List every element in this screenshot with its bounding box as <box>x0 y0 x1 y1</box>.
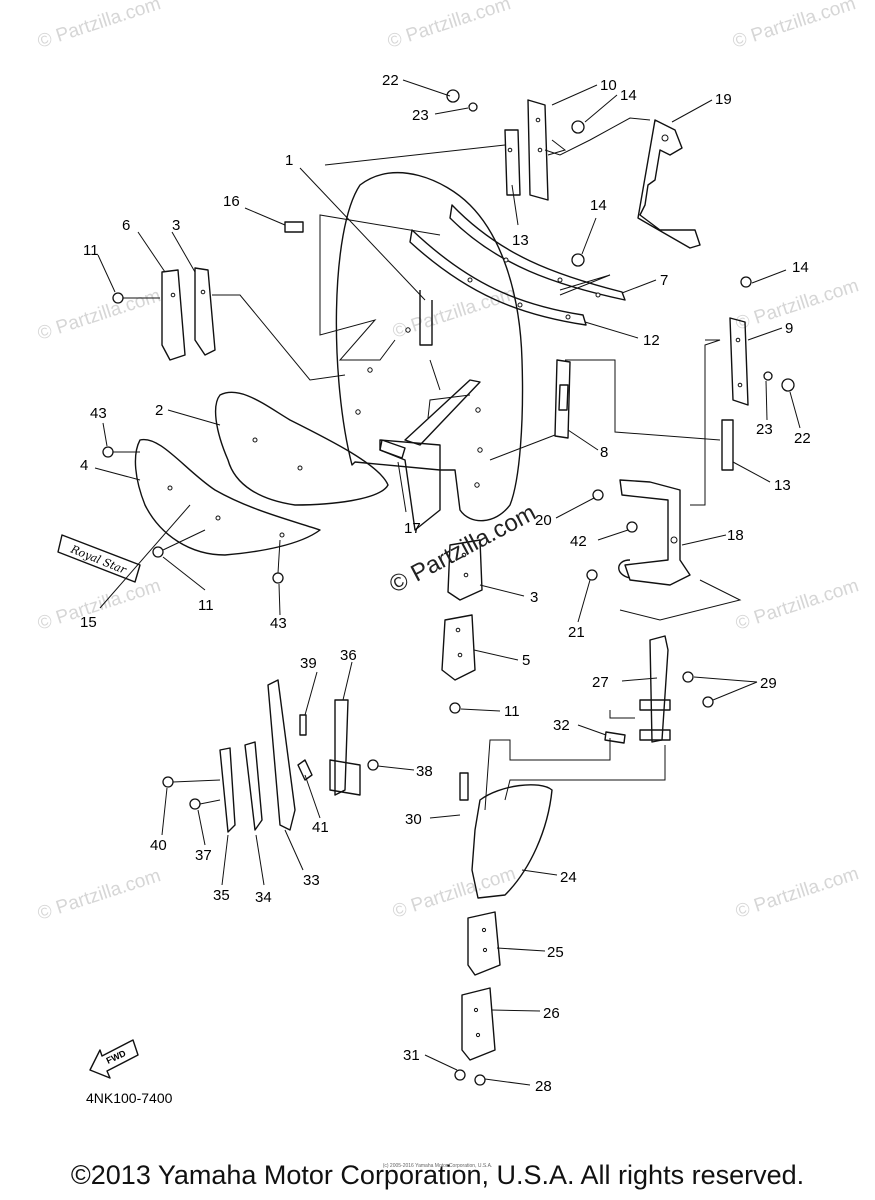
callout-3: 3 <box>172 217 180 234</box>
callout-28: 28 <box>535 1078 552 1095</box>
callout-12: 12 <box>643 332 660 349</box>
mount-bracket <box>618 479 691 586</box>
callouts: 1 2 3 3 4 5 6 7 8 9 10 11 11 11 12 13 13… <box>80 72 811 1095</box>
callout-30: 30 <box>405 811 422 828</box>
callout-11: 11 <box>83 242 99 259</box>
callout-42: 42 <box>570 533 587 550</box>
fine-print: (c) 2005-2016 Yamaha Motor Corporation, … <box>382 1163 493 1169</box>
callout-22b: 22 <box>794 430 811 447</box>
callout-29: 29 <box>760 675 777 692</box>
bracket-pair-left <box>161 267 216 361</box>
callout-31: 31 <box>403 1047 420 1064</box>
callout-26: 26 <box>543 1005 560 1022</box>
callout-20: 20 <box>535 512 552 529</box>
fwd-arrow-icon: FWD <box>89 1039 139 1079</box>
callout-9: 9 <box>785 320 793 337</box>
watermark: © Partzilla.com <box>35 865 163 925</box>
callout-40: 40 <box>150 837 167 854</box>
mounting-strip <box>409 204 626 326</box>
watermark: © Partzilla.com <box>35 0 163 53</box>
callout-43: 43 <box>90 405 107 422</box>
assembly-lines <box>212 117 742 811</box>
callout-13: 13 <box>512 232 529 249</box>
callout-13b: 13 <box>774 477 791 494</box>
callout-22: 22 <box>382 72 399 89</box>
pad <box>284 221 304 233</box>
callout-25: 25 <box>547 944 564 961</box>
callout-39: 39 <box>300 655 317 672</box>
diagram-code: 4NK100-7400 <box>86 1090 173 1106</box>
watermark: © Partzilla.com <box>35 575 163 635</box>
callout-7: 7 <box>660 272 668 289</box>
callout-19: 19 <box>715 91 732 108</box>
callout-leaders <box>94 79 801 1086</box>
callout-14c: 14 <box>792 259 809 276</box>
watermark: © Partzilla.com <box>390 863 518 923</box>
callout-17: 17 <box>404 520 421 537</box>
watermark: © Partzilla.com <box>390 283 518 343</box>
callout-23: 23 <box>412 107 429 124</box>
callout-33: 33 <box>303 872 320 889</box>
callout-27: 27 <box>592 674 609 691</box>
right-bracket <box>721 317 749 471</box>
side-panel <box>379 359 571 531</box>
watermark: © Partzilla.com <box>35 285 163 345</box>
callout-32: 32 <box>553 717 570 734</box>
watermark: © Partzilla.com <box>733 575 861 635</box>
callout-43b: 43 <box>270 615 287 632</box>
watermark-layer: © Partzilla.com © Partzilla.com © Partzi… <box>35 0 861 925</box>
callout-38: 38 <box>416 763 433 780</box>
royal-star-emblem: Royal Star <box>57 534 141 583</box>
callout-6: 6 <box>122 217 130 234</box>
watermark: © Partzilla.com <box>733 275 861 335</box>
callout-14b: 14 <box>590 197 607 214</box>
watermark: © Partzilla.com <box>385 0 513 53</box>
callout-35: 35 <box>213 887 230 904</box>
callout-8: 8 <box>600 444 608 461</box>
callout-34: 34 <box>255 889 272 906</box>
callout-3b: 3 <box>530 589 538 606</box>
callout-1: 1 <box>285 152 293 169</box>
copyright-notice: ©2013 Yamaha Motor Corporation, U.S.A. A… <box>70 1160 805 1190</box>
callout-23b: 23 <box>756 421 773 438</box>
fasteners <box>102 89 795 1086</box>
callout-10: 10 <box>600 77 617 94</box>
callout-15: 15 <box>80 614 97 631</box>
callout-24: 24 <box>560 869 577 886</box>
upper-bracket <box>504 99 549 201</box>
watermark: © Partzilla.com <box>730 0 858 53</box>
callout-5: 5 <box>522 652 530 669</box>
lower-cowl <box>134 391 389 556</box>
callout-11c: 11 <box>504 703 520 720</box>
callout-16: 16 <box>223 193 240 210</box>
windshield <box>335 171 524 522</box>
callout-11b: 11 <box>198 597 214 614</box>
center-plates <box>441 539 483 681</box>
lower-left-assembly <box>219 679 361 833</box>
callout-36: 36 <box>340 647 357 664</box>
callout-4: 4 <box>80 457 88 474</box>
stay-bracket <box>637 119 701 249</box>
callout-2: 2 <box>155 402 163 419</box>
callout-41: 41 <box>312 819 329 836</box>
callout-21: 21 <box>568 624 585 641</box>
watermark: © Partzilla.com <box>733 863 861 923</box>
pad <box>379 439 406 459</box>
callout-14: 14 <box>620 87 637 104</box>
lower-right-assembly <box>459 635 671 1061</box>
callout-18: 18 <box>727 527 744 544</box>
callout-37: 37 <box>195 847 212 864</box>
